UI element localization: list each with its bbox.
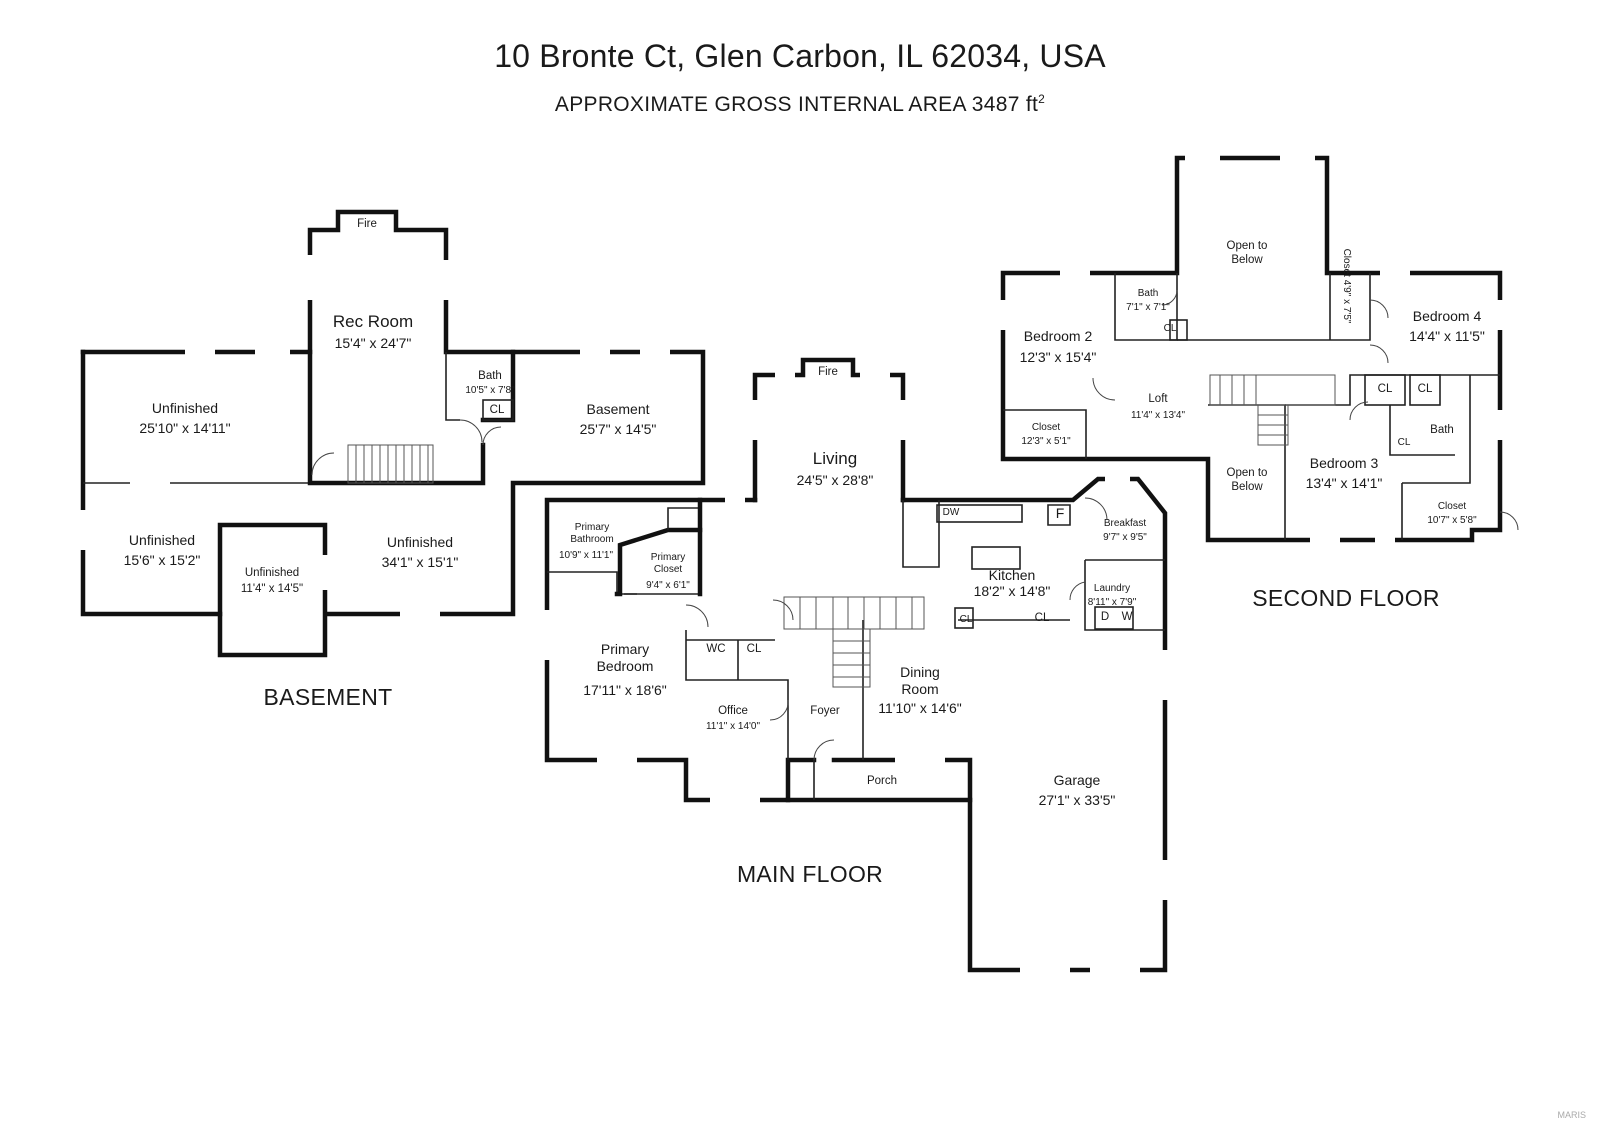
- unfinished-sw-dims: 15'6" x 15'2": [123, 552, 201, 568]
- office-dims: 11'1" x 14'0": [705, 721, 761, 732]
- office-name: Office: [718, 705, 748, 717]
- bedroom3-dims: 13'4" x 14'1": [1305, 475, 1383, 491]
- basement-windows: [80, 255, 670, 617]
- closet-b3-dims: 10'7" x 5'8": [1427, 515, 1477, 526]
- wc-label: WC: [706, 643, 726, 655]
- right-bath-label: Bath: [1430, 424, 1454, 436]
- bath-closet-label: CL: [1397, 437, 1411, 448]
- basement-floor-title: BASEMENT: [263, 684, 393, 710]
- kitchen-name: Kitchen: [988, 567, 1036, 583]
- bedroom2-dims: 12'3" x 15'4": [1019, 349, 1097, 365]
- laundry-name: Laundry: [1093, 583, 1131, 594]
- kitchen-closet-right-label: CL: [1034, 612, 1050, 624]
- closet-b3-name: Closet: [1437, 501, 1467, 512]
- rec-room-dims: 15'4" x 24'7": [334, 335, 412, 351]
- upper-bath-closet-label: CL: [1163, 323, 1177, 334]
- fridge-label: F: [1055, 505, 1065, 521]
- second-floor-title: SECOND FLOOR: [1252, 585, 1440, 611]
- closet-b2-dims: 12'3" x 5'1": [1021, 436, 1071, 447]
- garage-dims: 27'1" x 33'5": [1038, 792, 1116, 808]
- loft-closet-right-label: CL: [1417, 383, 1433, 395]
- living-name: Living: [812, 449, 858, 468]
- main-floor-stairs: [783, 596, 925, 688]
- basement-doors: [311, 419, 502, 476]
- dining-name: Dining Room: [900, 664, 940, 697]
- main-floor-walls: [544, 357, 1168, 973]
- loft-name: Loft: [1148, 393, 1168, 405]
- primary-bedroom-name: Primary Bedroom: [596, 641, 654, 674]
- main-floor-windows: [544, 372, 1168, 973]
- unfinished-small-name: Unfinished: [244, 567, 300, 579]
- dryer-label: D: [1100, 611, 1110, 623]
- main-floor-title: MAIN FLOOR: [736, 861, 884, 887]
- unfinished-se-name: Unfinished: [386, 534, 454, 550]
- unfinished-sw-name: Unfinished: [128, 532, 196, 548]
- unfinished-se-dims: 34'1" x 15'1": [381, 554, 459, 570]
- gross-area-label: APPROXIMATE GROSS INTERNAL AREA 3487 ft2: [0, 92, 1600, 117]
- unfinished-small-dims: 11'4" x 14'5": [240, 583, 304, 595]
- breakfast-name: Breakfast: [1103, 518, 1147, 529]
- main-floor-doors: [685, 497, 1108, 761]
- living-dims: 24'5" x 28'8": [796, 472, 874, 488]
- second-floor-stairs: [1219, 375, 1288, 436]
- closet-b4-name: Closet: [1341, 248, 1352, 277]
- foyer-label: Foyer: [810, 705, 840, 717]
- watermark: MARIS: [1557, 1110, 1586, 1120]
- area-unit-superscript: 2: [1038, 92, 1046, 106]
- laundry-dims: 8'11" x 7'9": [1087, 597, 1137, 608]
- unfinished-nw-dims: 25'10" x 14'11": [139, 420, 231, 436]
- open-to-below-top: Open to Below: [1226, 240, 1268, 266]
- upper-bath-name: Bath: [1137, 288, 1159, 299]
- unfinished-nw-name: Unfinished: [151, 400, 219, 416]
- kitchen-dims: 18'2" x 14'8": [973, 583, 1051, 599]
- closet-b2-name: Closet: [1031, 422, 1061, 433]
- rec-room-name: Rec Room: [332, 312, 414, 331]
- basement-closet-label: CL: [489, 404, 505, 416]
- property-address: 10 Bronte Ct, Glen Carbon, IL 62034, USA: [494, 38, 1106, 74]
- basement-stairs: [355, 445, 429, 483]
- primary-bath-name: Primary Bathroom: [570, 522, 614, 545]
- basement-fireplace-label: Fire: [357, 218, 377, 230]
- gross-area-text: APPROXIMATE GROSS INTERNAL AREA 3487 ft: [554, 93, 1039, 116]
- bedroom2-name: Bedroom 2: [1023, 328, 1093, 344]
- bedroom4-name: Bedroom 4: [1412, 308, 1482, 324]
- basement-bath-dims: 10'5" x 7'8": [465, 385, 515, 396]
- basement-room-dims: 25'7" x 14'5": [579, 421, 657, 437]
- second-floor-doors: [1092, 289, 1519, 531]
- primary-bedroom-dims: 17'11" x 18'6": [583, 682, 667, 698]
- washer-label: W: [1121, 611, 1133, 623]
- basement-bath-name: Bath: [478, 370, 502, 382]
- main-closet-label: CL: [746, 643, 762, 655]
- basement-room-name: Basement: [586, 401, 650, 417]
- breakfast-dims: 9'7" x 9'5": [1103, 532, 1147, 543]
- closet-b4-dims: 4'9" x 7'5": [1341, 279, 1352, 324]
- dining-dims: 11'10" x 14'6": [878, 700, 962, 716]
- second-floor-windows: [1000, 155, 1503, 543]
- main-fireplace-label: Fire: [818, 366, 838, 378]
- bedroom4-dims: 14'4" x 11'5": [1409, 328, 1485, 344]
- kitchen-closet-left-label: CL: [959, 614, 973, 625]
- primary-closet-dims: 9'4" x 6'1": [646, 580, 690, 591]
- closet-b4-label: Closet 4'9" x 7'5": [1340, 249, 1352, 324]
- upper-bath-dims: 7'1" x 7'1": [1126, 302, 1170, 313]
- primary-closet-name: Primary Closet: [650, 552, 686, 575]
- bedroom3-name: Bedroom 3: [1309, 455, 1379, 471]
- porch-label: Porch: [866, 775, 898, 787]
- dishwasher-label: DW: [942, 507, 960, 518]
- primary-bath-dims: 10'9" x 11'1": [558, 550, 614, 561]
- open-to-below-bottom: Open to Below: [1226, 467, 1268, 493]
- garage-name: Garage: [1053, 772, 1101, 788]
- loft-dims: 11'4" x 13'4": [1130, 410, 1186, 421]
- loft-closet-left-label: CL: [1377, 383, 1393, 395]
